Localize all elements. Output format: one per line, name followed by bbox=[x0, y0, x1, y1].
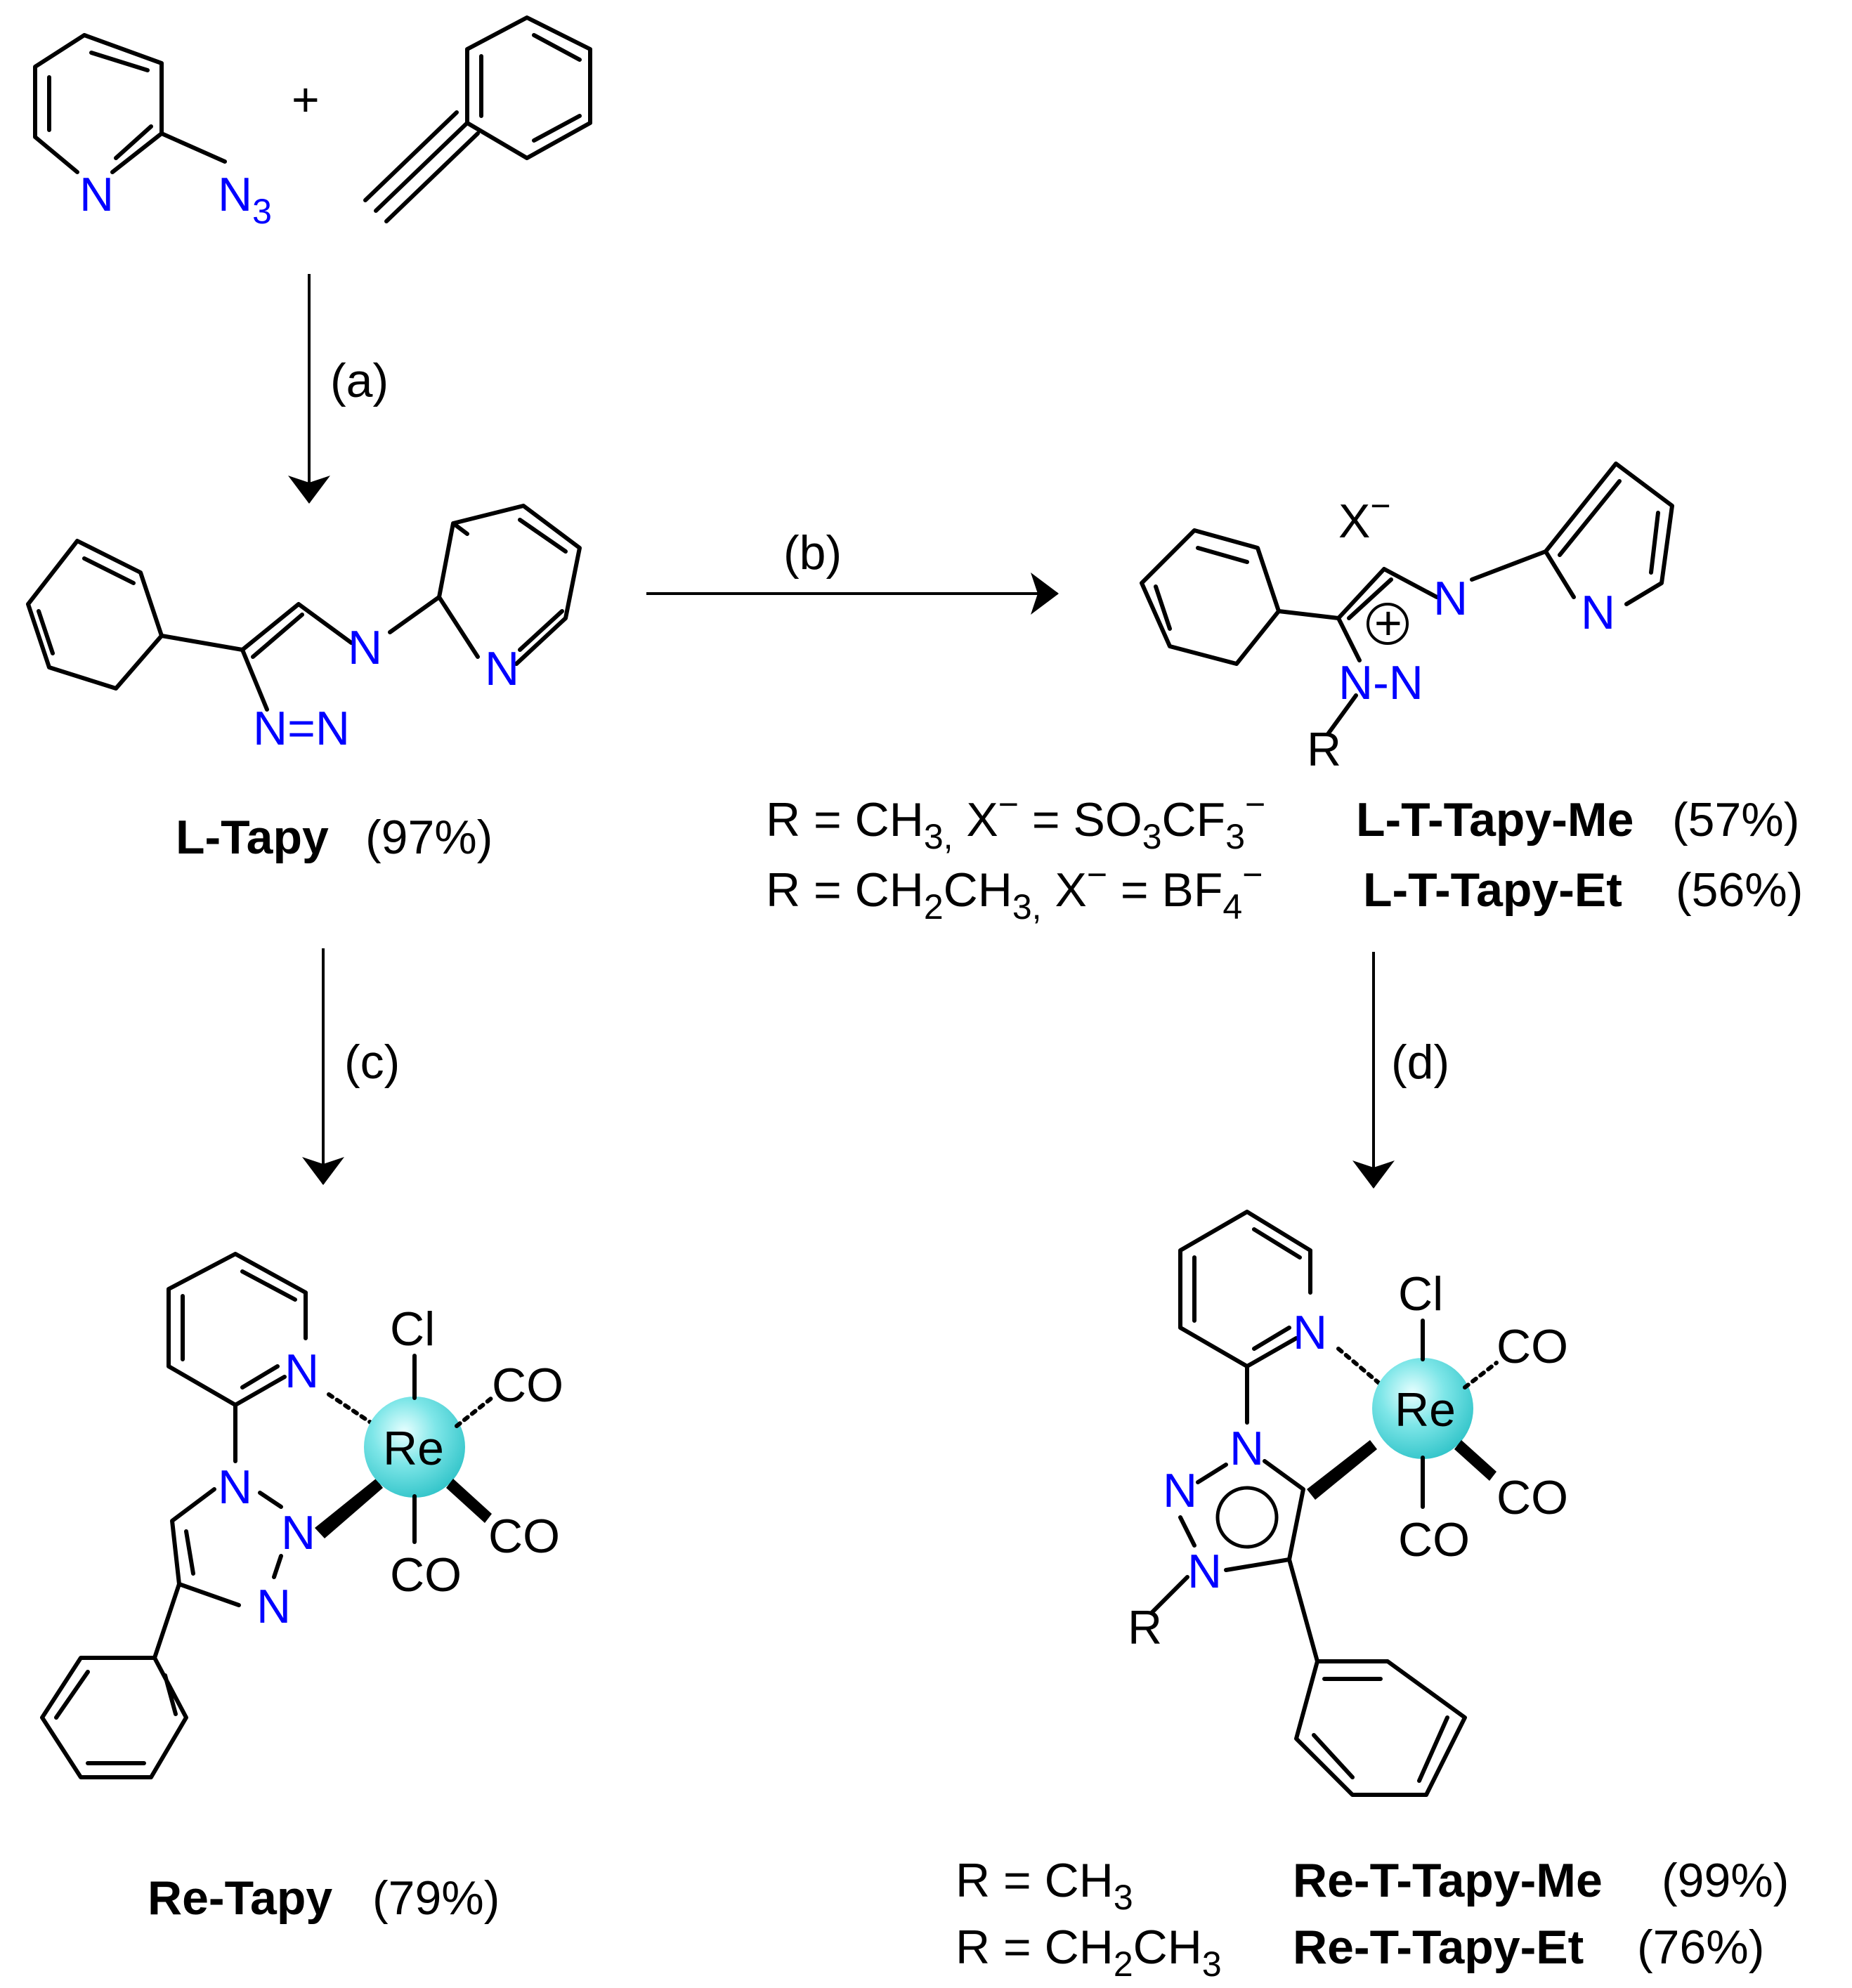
alkyne-triple-bond bbox=[363, 110, 480, 223]
triazole-n3-label: N bbox=[1187, 1545, 1222, 1598]
reactant-phenylacetylene bbox=[363, 15, 592, 223]
plus-sign: + bbox=[292, 73, 320, 126]
compound-re-t-tapy: N N N N R Re Cl CO CO CO R = CH3 Re-T-Ta… bbox=[956, 1210, 1789, 1984]
triazole-pyridine-bond bbox=[388, 595, 441, 634]
triazole-ring-bonds bbox=[170, 1487, 283, 1607]
triazole-phenyl-bond bbox=[152, 1582, 181, 1660]
triazolium-pyridine-bond bbox=[1470, 549, 1548, 582]
r-group: R bbox=[1307, 723, 1341, 776]
l-t-tapy-me-yield: (57%) bbox=[1672, 793, 1799, 846]
co-right-label: CO bbox=[1496, 1471, 1568, 1524]
pyridine-ring-bonds bbox=[437, 504, 582, 666]
re-tapy-name: Re-Tapy bbox=[148, 1871, 332, 1925]
reactant-2-azidopyridine: N N3 bbox=[33, 33, 272, 231]
re-t-tapy-me-name: Re-T-Tapy-Me bbox=[1293, 1854, 1603, 1907]
l-t-tapy-et-conditions: R = CH2CH3, X− = BF4− bbox=[766, 855, 1263, 927]
hash-bond-n-py bbox=[1336, 1347, 1386, 1389]
step-label-b: (b) bbox=[783, 526, 842, 580]
re-t-tapy-et-name: Re-T-Tapy-Et bbox=[1293, 1921, 1584, 1974]
l-t-tapy-me-conditions: R = CH3, X− = SO3CF3− bbox=[766, 785, 1265, 856]
ph-triazole-bond bbox=[159, 634, 244, 652]
n-r-bond bbox=[1326, 693, 1358, 736]
phenyl-ring-bonds bbox=[40, 1656, 188, 1779]
l-t-tapy-et-yield: (56%) bbox=[1676, 863, 1803, 917]
ph-triazolium-bond bbox=[1277, 609, 1341, 620]
triazole-n2-label: N bbox=[1163, 1464, 1197, 1517]
rhenium-sphere bbox=[364, 1397, 465, 1498]
triazole-n1-label: N bbox=[348, 621, 382, 674]
positive-charge-circle bbox=[1367, 603, 1409, 645]
co-bottom-label: CO bbox=[1398, 1513, 1470, 1567]
re-t-tapy-me-conditions: R = CH3 bbox=[956, 1854, 1133, 1917]
co-right-label: CO bbox=[488, 1510, 560, 1563]
r-group: R bbox=[1128, 1601, 1162, 1654]
phenyl-ring-bonds bbox=[26, 539, 164, 691]
benzene-ring-bonds bbox=[465, 15, 592, 160]
co-top-label: CO bbox=[492, 1359, 563, 1412]
c-n3-bond bbox=[159, 131, 227, 164]
wedge-bond-c5 bbox=[1307, 1440, 1377, 1500]
l-tapy-name: L-Tapy bbox=[176, 811, 329, 864]
pyridine-n-label: N bbox=[79, 168, 114, 221]
step-label-d: (d) bbox=[1391, 1035, 1449, 1089]
pyridine-ring-bonds bbox=[167, 1252, 308, 1407]
triazole-n3-n2-label: N=N bbox=[253, 702, 350, 755]
positive-charge: + bbox=[1374, 596, 1402, 650]
wedge-bond-n2 bbox=[315, 1479, 383, 1538]
n-r-bond bbox=[1150, 1575, 1189, 1614]
co-top-label: CO bbox=[1496, 1320, 1568, 1373]
pyridine-n-label: N bbox=[285, 1345, 319, 1398]
triazole-ring-bonds bbox=[1178, 1459, 1305, 1572]
pyridine-ring-bonds bbox=[1544, 462, 1674, 606]
re-label: Re bbox=[383, 1422, 444, 1475]
re-tapy-yield: (79%) bbox=[372, 1871, 500, 1925]
hash-bond-co-top bbox=[1463, 1361, 1499, 1389]
re-label: Re bbox=[1395, 1383, 1456, 1437]
triazole-phenyl-bond bbox=[1287, 1557, 1319, 1663]
triazole-n1-label: N bbox=[1230, 1422, 1264, 1475]
counterion-x: X− bbox=[1338, 486, 1391, 548]
wedge-bond-co-right bbox=[1454, 1440, 1496, 1481]
pyridine-n-label: N bbox=[485, 642, 519, 695]
compound-re-tapy: N N N N Re Cl CO CO CO Re-Tapy (79%) bbox=[40, 1252, 563, 1925]
wedge-bond-co-right bbox=[446, 1479, 492, 1523]
rhenium-sphere bbox=[1372, 1358, 1473, 1459]
hash-bond-co-top bbox=[455, 1396, 494, 1428]
azide-label: N3 bbox=[218, 168, 272, 231]
l-t-tapy-me-name: L-T-Tapy-Me bbox=[1356, 793, 1633, 846]
triazole-n2-label: N bbox=[281, 1506, 315, 1559]
compound-l-t-tapy: X− + N N-N R N R = CH3, X− = SO3CF3− L-T… bbox=[766, 462, 1803, 927]
re-t-tapy-et-conditions: R = CH2CH3 bbox=[956, 1921, 1222, 1984]
phenyl-ring-bonds bbox=[1294, 1659, 1467, 1797]
pyridine-ring-bonds bbox=[33, 33, 164, 174]
re-t-tapy-me-yield: (99%) bbox=[1662, 1854, 1789, 1907]
pyridine-ring-bonds bbox=[1178, 1210, 1312, 1368]
compound-l-tapy: N=N N N L-Tapy (97%) bbox=[26, 504, 582, 864]
step-label-c: (c) bbox=[344, 1035, 400, 1089]
triazolium-ring-bonds bbox=[1336, 567, 1439, 662]
hash-bond-n-py bbox=[327, 1392, 378, 1428]
pyridine-n-label: N bbox=[1581, 586, 1615, 639]
pyridine-n-label: N bbox=[1293, 1306, 1327, 1359]
triazole-aromatic-circle bbox=[1215, 1486, 1279, 1549]
triazole-n3-label: N bbox=[256, 1580, 291, 1633]
co-bottom-label: CO bbox=[390, 1548, 462, 1602]
l-tapy-yield: (97%) bbox=[365, 811, 493, 864]
cl-label: Cl bbox=[390, 1302, 435, 1356]
triazolium-n1-label: N bbox=[1433, 572, 1468, 625]
step-label-a: (a) bbox=[330, 354, 389, 407]
re-t-tapy-et-yield: (76%) bbox=[1637, 1921, 1764, 1974]
l-t-tapy-et-name: L-T-Tapy-Et bbox=[1363, 863, 1622, 917]
phenyl-ring-bonds bbox=[1140, 528, 1281, 666]
cl-label: Cl bbox=[1398, 1267, 1443, 1321]
triazole-ring-bonds bbox=[240, 602, 353, 712]
triazole-n1-label: N bbox=[218, 1460, 252, 1514]
